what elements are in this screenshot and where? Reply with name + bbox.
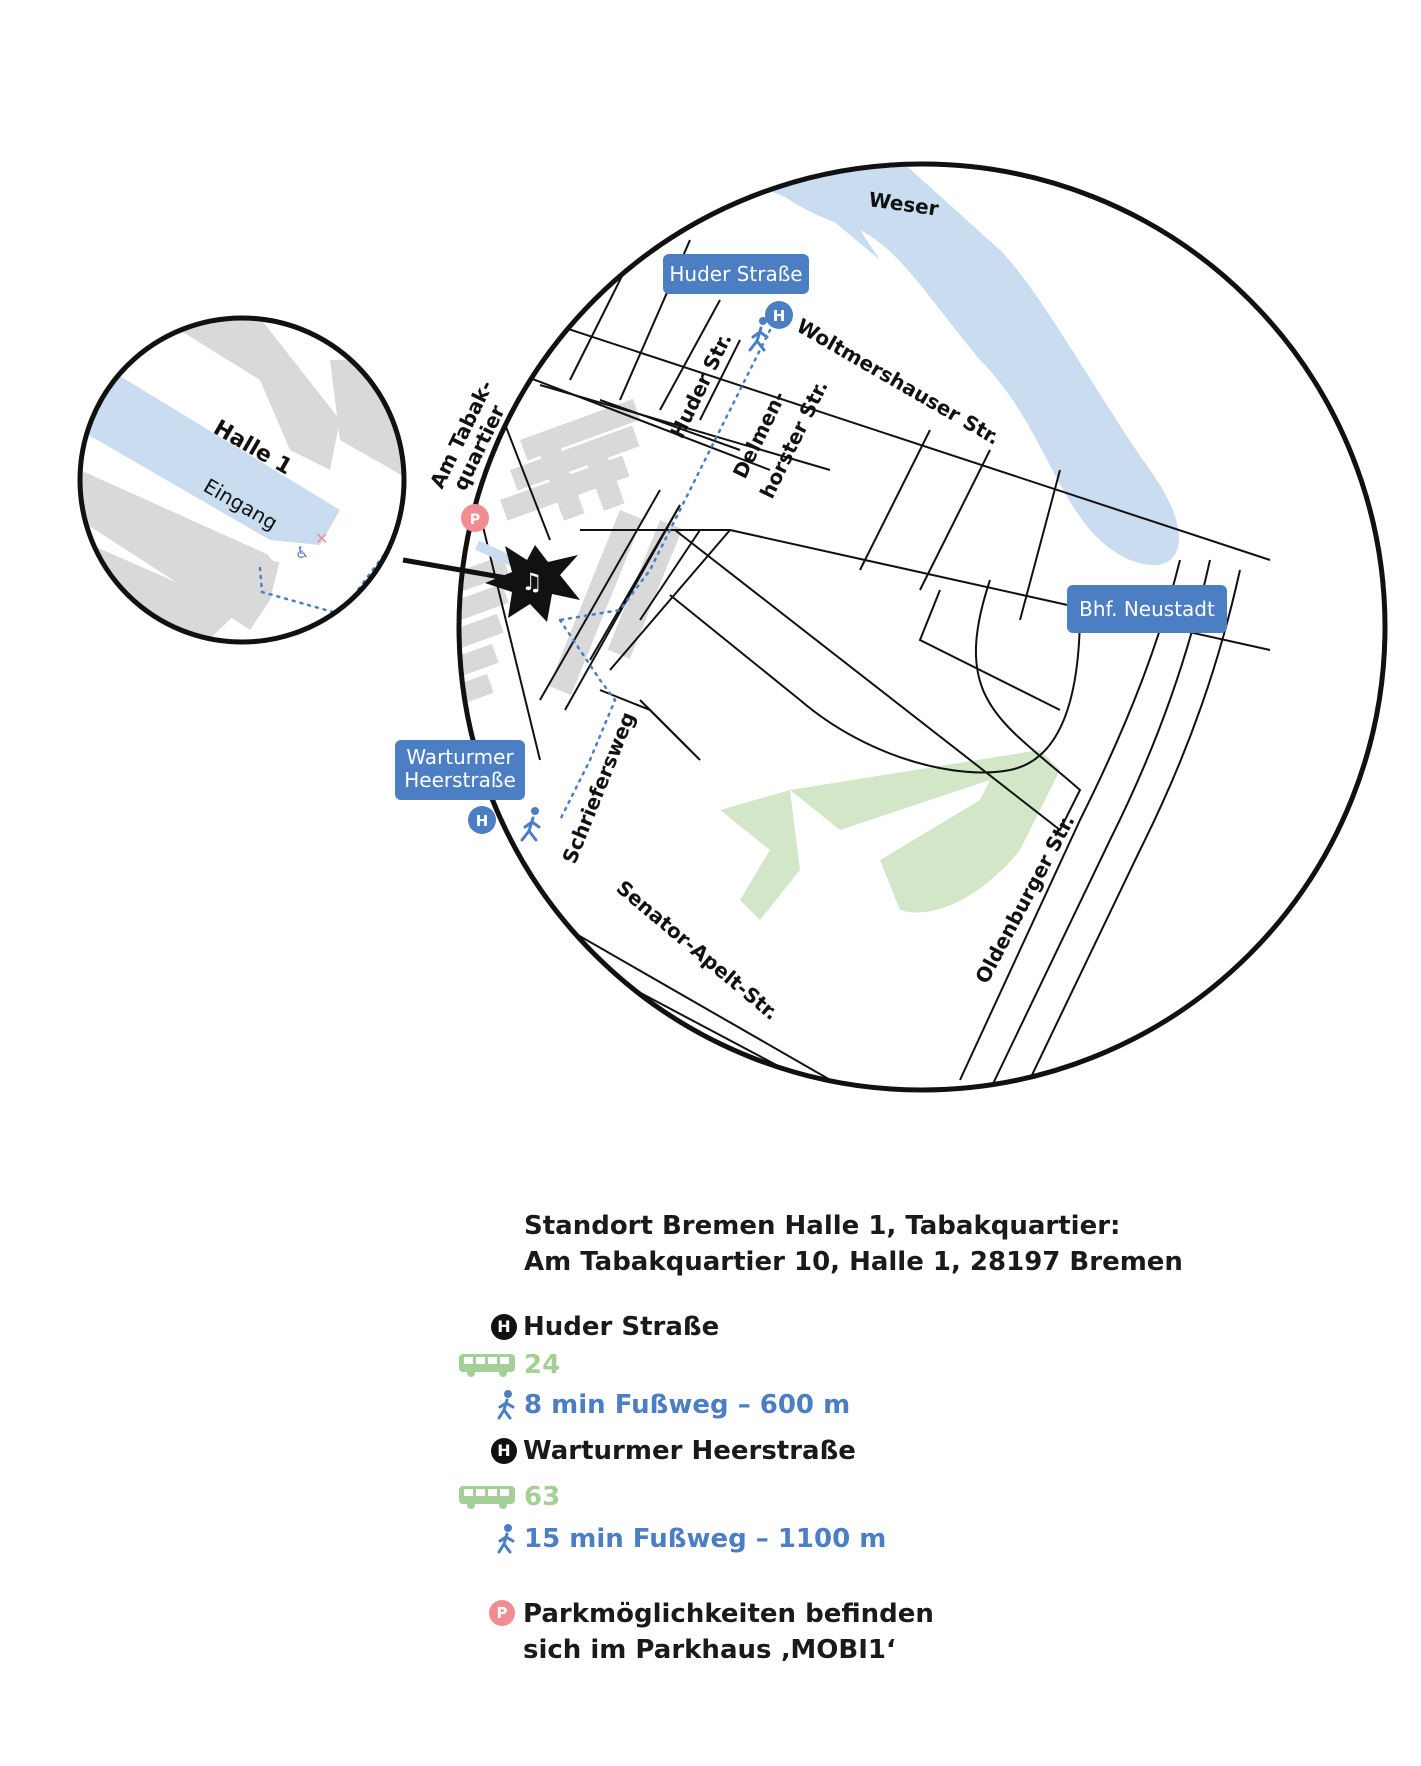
parking-line-1: Parkmöglichkeiten befinden	[523, 1599, 934, 1629]
parking-row: P Parkmöglichkeiten befinden sich im Par…	[489, 1596, 934, 1668]
stop1-name: Huder Straße	[523, 1312, 720, 1342]
stop1-walk-row: 8 min Fußweg – 600 m	[496, 1390, 850, 1420]
map-content	[459, 164, 1271, 1090]
wheelchair-icon: ♿	[295, 543, 309, 562]
stop-label-neustadt: Bhf. Neustadt	[1067, 585, 1227, 633]
stop1-bus-row: 24	[458, 1350, 560, 1380]
svg-text:H: H	[476, 812, 489, 830]
inset-content	[80, 318, 404, 642]
map-circle	[456, 161, 1388, 1093]
bus-icon	[459, 1354, 515, 1377]
stop1-bus-line: 24	[524, 1350, 561, 1380]
address-line-2: Am Tabakquartier 10, Halle 1, 28197 Brem…	[524, 1247, 1183, 1277]
stop-label-huder: Huder Straße	[663, 254, 809, 294]
street-lines	[459, 169, 1271, 1090]
inset-circle	[77, 315, 407, 645]
parking-p-icon: P	[461, 504, 489, 532]
stop-h-icon: H	[491, 1438, 517, 1464]
park-area	[790, 750, 1060, 913]
stop-h-icon: H	[491, 1314, 517, 1340]
parking-p-icon: P	[489, 1600, 515, 1626]
svg-text:Warturmer: Warturmer	[406, 745, 514, 769]
parking-line-2: sich im Parkhaus ‚MOBI1‘	[523, 1635, 896, 1665]
address-line-1: Standort Bremen Halle 1, Tabakquartier:	[524, 1211, 1121, 1241]
svg-text:Huder Straße: Huder Straße	[669, 262, 802, 286]
music-star-icon: ♫	[485, 545, 580, 622]
walker-icon	[748, 317, 769, 352]
address-block: Standort Bremen Halle 1, Tabakquartier: …	[524, 1208, 1183, 1280]
area-map: Weser Woltmershauser Str. Huder Str. Del…	[77, 161, 1388, 1093]
svg-text:♫: ♫	[521, 568, 543, 596]
walker-icon	[497, 1390, 515, 1420]
walker-icon	[520, 807, 541, 842]
walking-paths	[558, 328, 772, 822]
svg-text:Heerstraße: Heerstraße	[404, 768, 516, 792]
stop1-walk: 8 min Fußweg – 600 m	[524, 1390, 851, 1420]
stop1-row: H Huder Straße	[491, 1312, 719, 1342]
bus-icon	[459, 1486, 515, 1509]
svg-text:P: P	[470, 512, 480, 528]
walker-icon	[497, 1524, 515, 1554]
label-huder-str: Huder Str.	[665, 329, 737, 442]
stop2-bus-row: 63	[458, 1482, 560, 1512]
stop2-walk: 15 min Fußweg – 1100 m	[524, 1524, 887, 1554]
stop2-name: Warturmer Heerstraße	[523, 1436, 856, 1466]
stop2-bus-line: 63	[524, 1482, 561, 1512]
stop2-walk-row: 15 min Fußweg – 1100 m	[496, 1524, 886, 1554]
svg-text:Bhf. Neustadt: Bhf. Neustadt	[1079, 597, 1215, 621]
stop-h-icon: H	[765, 301, 793, 329]
stop-label-warturmer: Warturmer Heerstraße	[395, 740, 525, 800]
svg-text:H: H	[773, 307, 786, 325]
weser-river	[740, 164, 1179, 565]
stop-h-icon: H	[468, 806, 496, 834]
label-schriefersweg: Schriefersweg	[557, 708, 640, 866]
stop2-row: H Warturmer Heerstraße	[491, 1436, 856, 1466]
first-aid-icon: ✕	[315, 529, 328, 548]
